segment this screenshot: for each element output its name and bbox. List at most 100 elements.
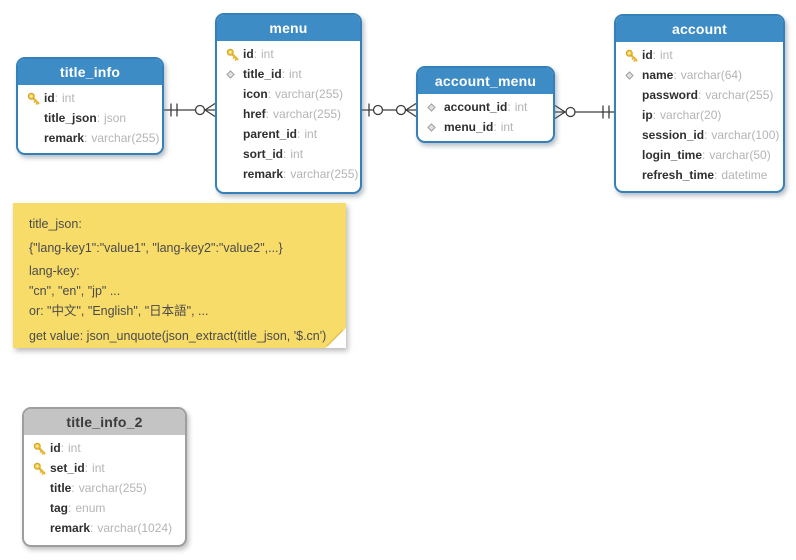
field-name: title_id bbox=[243, 67, 289, 81]
field-name: login_time bbox=[642, 148, 709, 162]
field-type: int bbox=[290, 147, 304, 161]
field-name: id bbox=[50, 441, 68, 455]
field-name: set_id bbox=[50, 461, 92, 475]
field-type: int bbox=[62, 91, 75, 105]
table-field-row: parent_id int bbox=[217, 124, 360, 144]
table-fields: account_id int menu_id int bbox=[418, 94, 553, 137]
table-field-row: session_id varchar(100) bbox=[616, 125, 783, 145]
field-type: varchar(20) bbox=[660, 108, 722, 122]
table-title: account bbox=[616, 16, 783, 42]
note-line: "cn", "en", "jp" ... bbox=[29, 284, 121, 298]
table-fields: id int title_json json remark varchar(25… bbox=[18, 85, 162, 148]
field-type: varchar(50) bbox=[709, 148, 771, 162]
field-type: varchar(255) bbox=[290, 167, 359, 181]
field-type: varchar(1024) bbox=[97, 521, 173, 535]
field-name: icon bbox=[243, 87, 275, 101]
field-name: id bbox=[642, 48, 660, 62]
table-field-row: id int bbox=[616, 45, 783, 65]
relationship-account_menu-account[interactable] bbox=[554, 104, 614, 120]
field-type: varchar(255) bbox=[275, 87, 344, 101]
field-type: int bbox=[500, 120, 514, 134]
table-field-row: name varchar(64) bbox=[616, 65, 783, 85]
table-menu[interactable]: menu id int title_id int icon varchar(25… bbox=[215, 13, 362, 194]
field-name: password bbox=[642, 88, 705, 102]
field-type: enum bbox=[75, 501, 106, 515]
primary-key-icon bbox=[33, 462, 50, 475]
table-field-row: title_json json bbox=[18, 108, 162, 128]
table-field-row: sort_id int bbox=[217, 144, 360, 164]
field-name: id bbox=[44, 91, 62, 105]
field-type: varchar(255) bbox=[78, 481, 147, 495]
table-field-row: title varchar(255) bbox=[24, 478, 185, 498]
field-name: remark bbox=[44, 131, 91, 145]
table-field-row: login_time varchar(50) bbox=[616, 145, 783, 165]
field-name: id bbox=[243, 47, 261, 61]
table-fields: id int title_id int icon varchar(255) hr… bbox=[217, 41, 360, 184]
field-type: int bbox=[660, 48, 673, 62]
field-name: name bbox=[642, 68, 681, 82]
field-name: ip bbox=[642, 108, 660, 122]
table-field-row: account_id int bbox=[418, 97, 553, 117]
table-field-row: href varchar(255) bbox=[217, 104, 360, 124]
field-name: title_json bbox=[44, 111, 104, 125]
relationship-menu-account_menu[interactable] bbox=[362, 102, 417, 118]
primary-key-icon bbox=[27, 92, 44, 105]
table-field-row: tag enum bbox=[24, 498, 185, 518]
table-title_info_2[interactable]: title_info_2 id int set_id int title var… bbox=[22, 407, 187, 547]
field-type: int bbox=[92, 461, 105, 475]
field-name: remark bbox=[243, 167, 290, 181]
field-type: int bbox=[68, 441, 81, 455]
note-line: title_json: bbox=[29, 217, 82, 231]
field-name: tag bbox=[50, 501, 75, 515]
sticky-note[interactable]: title_json: {"lang-key1":"value1", "lang… bbox=[13, 203, 346, 348]
note-corner-cut bbox=[326, 328, 346, 348]
field-name: session_id bbox=[642, 128, 711, 142]
relationship-title_info-menu[interactable] bbox=[164, 102, 216, 118]
note-line: lang-key: bbox=[29, 264, 80, 278]
field-name: account_id bbox=[444, 100, 515, 114]
note-line: {"lang-key1":"value1", "lang-key2":"valu… bbox=[29, 241, 283, 255]
field-name: href bbox=[243, 107, 273, 121]
table-field-row: icon varchar(255) bbox=[217, 84, 360, 104]
table-title: title_info bbox=[18, 59, 162, 85]
table-account[interactable]: account id int name varchar(64) password… bbox=[614, 14, 785, 193]
field-type: int bbox=[514, 100, 528, 114]
field-type: int bbox=[304, 127, 318, 141]
field-type: varchar(255) bbox=[273, 107, 342, 121]
table-title: account_menu bbox=[418, 68, 553, 94]
primary-key-icon bbox=[625, 49, 642, 62]
foreign-key-diamond-icon bbox=[427, 102, 444, 112]
table-field-row: set_id int bbox=[24, 458, 185, 478]
table-fields: id int name varchar(64) password varchar… bbox=[616, 42, 783, 185]
field-name: refresh_time bbox=[642, 168, 721, 182]
note-line: or: "中文", "English", "日本語", ... bbox=[29, 304, 209, 318]
note-line: get value: json_unquote(json_extract(tit… bbox=[29, 329, 327, 343]
table-field-row: remark varchar(1024) bbox=[24, 518, 185, 538]
field-type: int bbox=[261, 47, 274, 61]
table-field-row: remark varchar(255) bbox=[217, 164, 360, 184]
table-field-row: remark varchar(255) bbox=[18, 128, 162, 148]
table-fields: id int set_id int title varchar(255) tag… bbox=[24, 435, 185, 538]
table-title_info[interactable]: title_info id int title_json json remark… bbox=[16, 57, 164, 155]
table-account_menu[interactable]: account_menu account_id int menu_id int bbox=[416, 66, 555, 143]
field-type: int bbox=[289, 67, 302, 81]
field-type: varchar(255) bbox=[705, 88, 774, 102]
foreign-key-diamond-icon bbox=[226, 69, 243, 79]
field-type: varchar(100) bbox=[711, 128, 780, 142]
field-type: varchar(255) bbox=[91, 131, 160, 145]
field-type: json bbox=[104, 111, 127, 125]
foreign-key-diamond-icon bbox=[427, 122, 444, 132]
table-field-row: id int bbox=[18, 88, 162, 108]
primary-key-icon bbox=[33, 442, 50, 455]
field-name: sort_id bbox=[243, 147, 290, 161]
table-title: menu bbox=[217, 15, 360, 41]
table-field-row: id int bbox=[217, 44, 360, 64]
table-title: title_info_2 bbox=[24, 409, 185, 435]
field-type: varchar(64) bbox=[680, 68, 743, 82]
table-field-row: ip varchar(20) bbox=[616, 105, 783, 125]
table-field-row: title_id int bbox=[217, 64, 360, 84]
primary-key-icon bbox=[226, 48, 243, 61]
foreign-key-diamond-icon bbox=[625, 70, 642, 80]
